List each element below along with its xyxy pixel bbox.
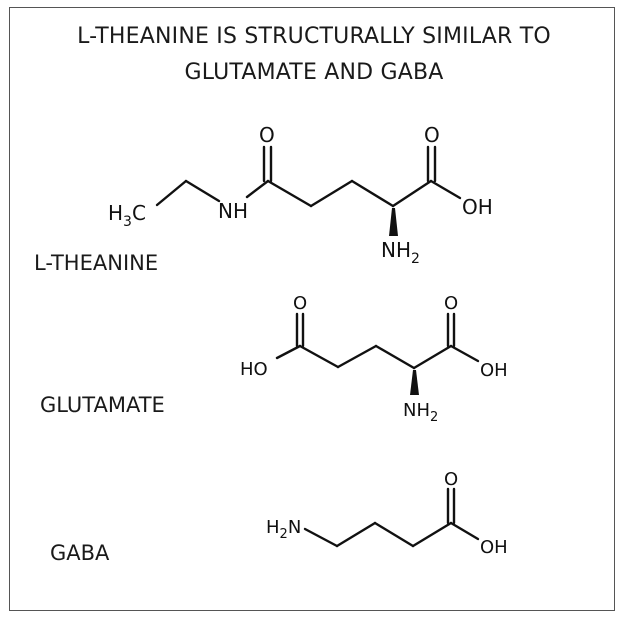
- title-line-1: L-THEANINE IS STRUCTURALLY SIMILAR TO: [77, 24, 551, 49]
- wedge-bond-theanine: [389, 208, 398, 236]
- label-l-theanine: L-THEANINE: [34, 251, 159, 275]
- label-glutamate: GLUTAMATE: [40, 393, 165, 417]
- bond: [412, 344, 453, 370]
- bond: [184, 179, 221, 203]
- bond: [449, 344, 480, 363]
- atom-nh2: NH2: [403, 400, 438, 425]
- bond: [155, 179, 188, 207]
- atom-o-acid: O: [444, 469, 458, 490]
- gaba-structure: [303, 487, 480, 548]
- label-gaba: GABA: [50, 541, 110, 565]
- bond: [266, 179, 313, 208]
- atom-nh2: NH2: [381, 238, 420, 267]
- atom-ho: HO: [240, 359, 268, 380]
- atom-o-acid: O: [424, 123, 440, 147]
- atom-h3c: H3C: [108, 201, 146, 230]
- bond: [429, 179, 462, 200]
- figure-frame: [9, 7, 615, 611]
- atom-o-amide: O: [259, 123, 275, 147]
- atom-o-right: O: [444, 293, 458, 314]
- bond: [275, 344, 302, 360]
- atom-h2n: H2N: [266, 517, 301, 542]
- glutamate-structure: [275, 312, 480, 370]
- atom-o-left: O: [293, 293, 307, 314]
- bond: [374, 344, 416, 370]
- bond: [391, 179, 433, 208]
- l-theanine-structure: [155, 145, 462, 208]
- atom-oh: OH: [480, 360, 508, 381]
- bond: [335, 521, 377, 548]
- bond: [309, 179, 354, 208]
- bond: [303, 527, 339, 548]
- bond: [298, 344, 340, 369]
- bond: [373, 521, 415, 548]
- wedge-bond-glutamate: [410, 370, 419, 395]
- atom-oh: OH: [480, 537, 508, 558]
- atom-nh: NH: [218, 199, 248, 223]
- bond: [245, 179, 270, 199]
- title-line-2: GLUTAMATE AND GABA: [184, 60, 444, 85]
- atom-oh: OH: [462, 195, 493, 219]
- bond: [336, 344, 378, 369]
- bond: [350, 179, 395, 208]
- bond: [411, 521, 453, 548]
- bond: [449, 521, 480, 541]
